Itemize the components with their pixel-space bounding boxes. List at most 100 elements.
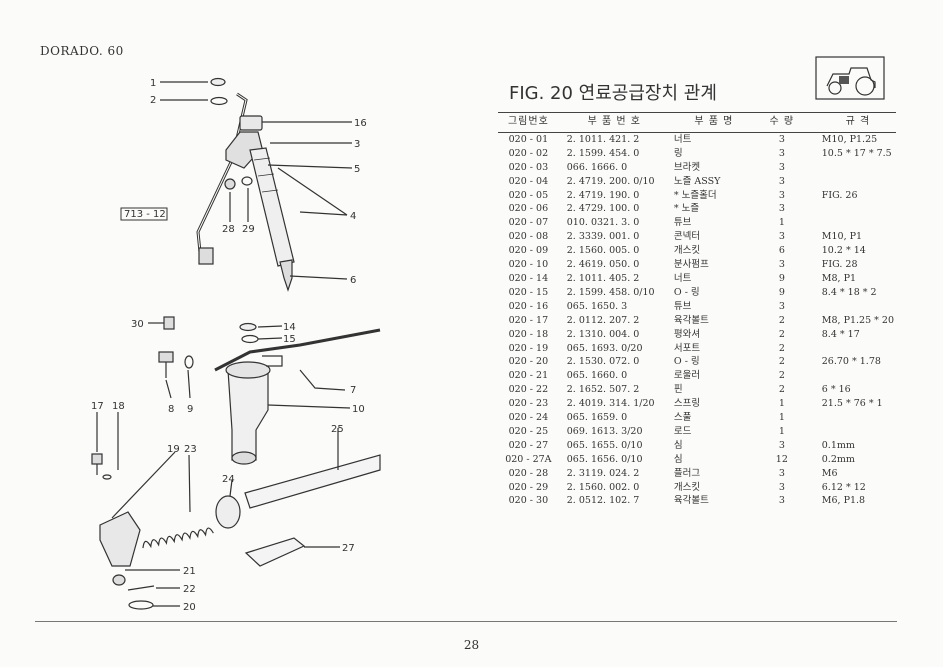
cell-part-name: 개스킷 (673, 245, 701, 257)
cell-fig-no: 020 - 14 (508, 272, 549, 284)
figure-title: FIG. 20 연료공급장치 관계 (509, 83, 717, 104)
cell-part-name: 핀 (673, 384, 683, 396)
cell-part-name: 서포트 (673, 342, 701, 354)
cell-part-name: 평와셔 (673, 328, 701, 340)
callout-21: 21 (183, 566, 196, 577)
cell-qty: 1 (778, 217, 785, 229)
callout-23: 23 (184, 444, 197, 455)
nut-part-14 (239, 322, 257, 332)
cell-qty: 2 (778, 384, 785, 396)
cell-part-no: 069. 1613. 3/20 (566, 425, 643, 437)
cell-spec: FIG. 28 (821, 259, 858, 271)
cell-part-no: 2. 1011. 405. 2 (566, 272, 640, 284)
cell-qty: 2 (778, 342, 785, 354)
cell-part-no: 2. 1560. 002. 0 (566, 481, 640, 493)
cell-fig-no: 020 - 09 (508, 245, 549, 257)
cell-fig-no: 020 - 05 (508, 189, 549, 201)
cell-part-name: 심 (673, 453, 683, 465)
cell-part-no: 2. 4729. 100. 0 (566, 203, 640, 215)
cell-spec: FIG. 26 (821, 189, 858, 201)
cell-part-no: 066. 1666. 0 (566, 161, 628, 173)
ring-part-2 (210, 96, 228, 106)
cell-qty: 3 (778, 231, 785, 243)
cell-spec (808, 369, 896, 383)
cell-part-no: 2. 1560. 005. 0 (566, 245, 640, 257)
callout-16: 16 (354, 118, 367, 129)
cell-qty: 3 (778, 259, 785, 271)
cell-fig-no: 020 - 17 (508, 314, 549, 326)
callout-24: 24 (222, 474, 235, 485)
cell-part-no: 065. 1659. 0 (566, 412, 628, 424)
cell-part-no: 2. 4019. 314. 1/20 (566, 398, 655, 410)
cell-spec (808, 425, 896, 439)
cell-qty: 3 (778, 481, 785, 493)
rod-part-25 (244, 454, 381, 509)
cell-spec: 10.5 * 17 * 7.5 (821, 147, 892, 159)
shim-part-27 (244, 537, 306, 567)
cell-fig-no: 020 - 18 (508, 328, 549, 340)
cell-fig-no: 020 - 20 (508, 356, 549, 368)
tractor-logo-icon (815, 56, 885, 100)
cell-fig-no: 020 - 07 (508, 217, 549, 229)
cell-spec: M10, P1.25 (821, 133, 878, 145)
cell-part-no: 010. 0321. 3. 0 (566, 217, 640, 229)
callout-15: 15 (283, 334, 296, 345)
cell-spec: M6 (821, 467, 838, 479)
col-header-fig-no: 그림번호 (498, 112, 559, 133)
cell-fig-no: 020 - 08 (508, 231, 549, 243)
callout-2: 2 (150, 95, 156, 106)
callout-7: 7 (350, 385, 356, 396)
cell-qty: 2 (778, 356, 785, 368)
cell-qty: 2 (778, 328, 785, 340)
page-number: 28 (463, 638, 480, 652)
col-header-spec: 규 격 (807, 112, 896, 133)
cell-qty: 3 (778, 203, 785, 215)
cell-spec: 26.70 * 1.78 (821, 356, 881, 368)
cell-spec: 8.4 * 17 (821, 328, 860, 340)
cell-part-name: 튜브 (673, 300, 692, 312)
cell-qty: 3 (778, 495, 785, 507)
cell-spec: 21.5 * 76 * 1 (821, 398, 883, 410)
cell-fig-no: 020 - 22 (508, 384, 549, 396)
callout-27: 27 (342, 543, 355, 554)
cell-spec (808, 411, 896, 425)
col-header-part-name: 부 품 명 (663, 112, 756, 133)
cell-part-no: 2. 1530. 072. 0 (566, 356, 640, 368)
cell-part-name: 스프링 (673, 398, 701, 410)
roller-part-21 (112, 574, 126, 586)
spring-part-23 (142, 527, 214, 549)
cell-qty: 1 (778, 412, 785, 424)
cell-spec (808, 342, 896, 356)
cell-part-no: 065. 1650. 3 (566, 300, 628, 312)
cell-spec: 10.2 * 14 (821, 245, 866, 257)
cell-fig-no: 020 - 25 (508, 425, 549, 437)
cell-qty: 3 (778, 439, 785, 451)
model-name: DORADO. 60 (40, 44, 124, 58)
cell-part-name: 플러그 (673, 467, 701, 479)
cell-spec: M8, P1 (821, 272, 857, 284)
cell-qty: 12 (775, 453, 788, 465)
cell-spec (808, 202, 896, 216)
cell-part-name: * 노즐 (673, 203, 700, 215)
cell-part-no: 2. 4719. 200. 0/10 (566, 175, 655, 187)
